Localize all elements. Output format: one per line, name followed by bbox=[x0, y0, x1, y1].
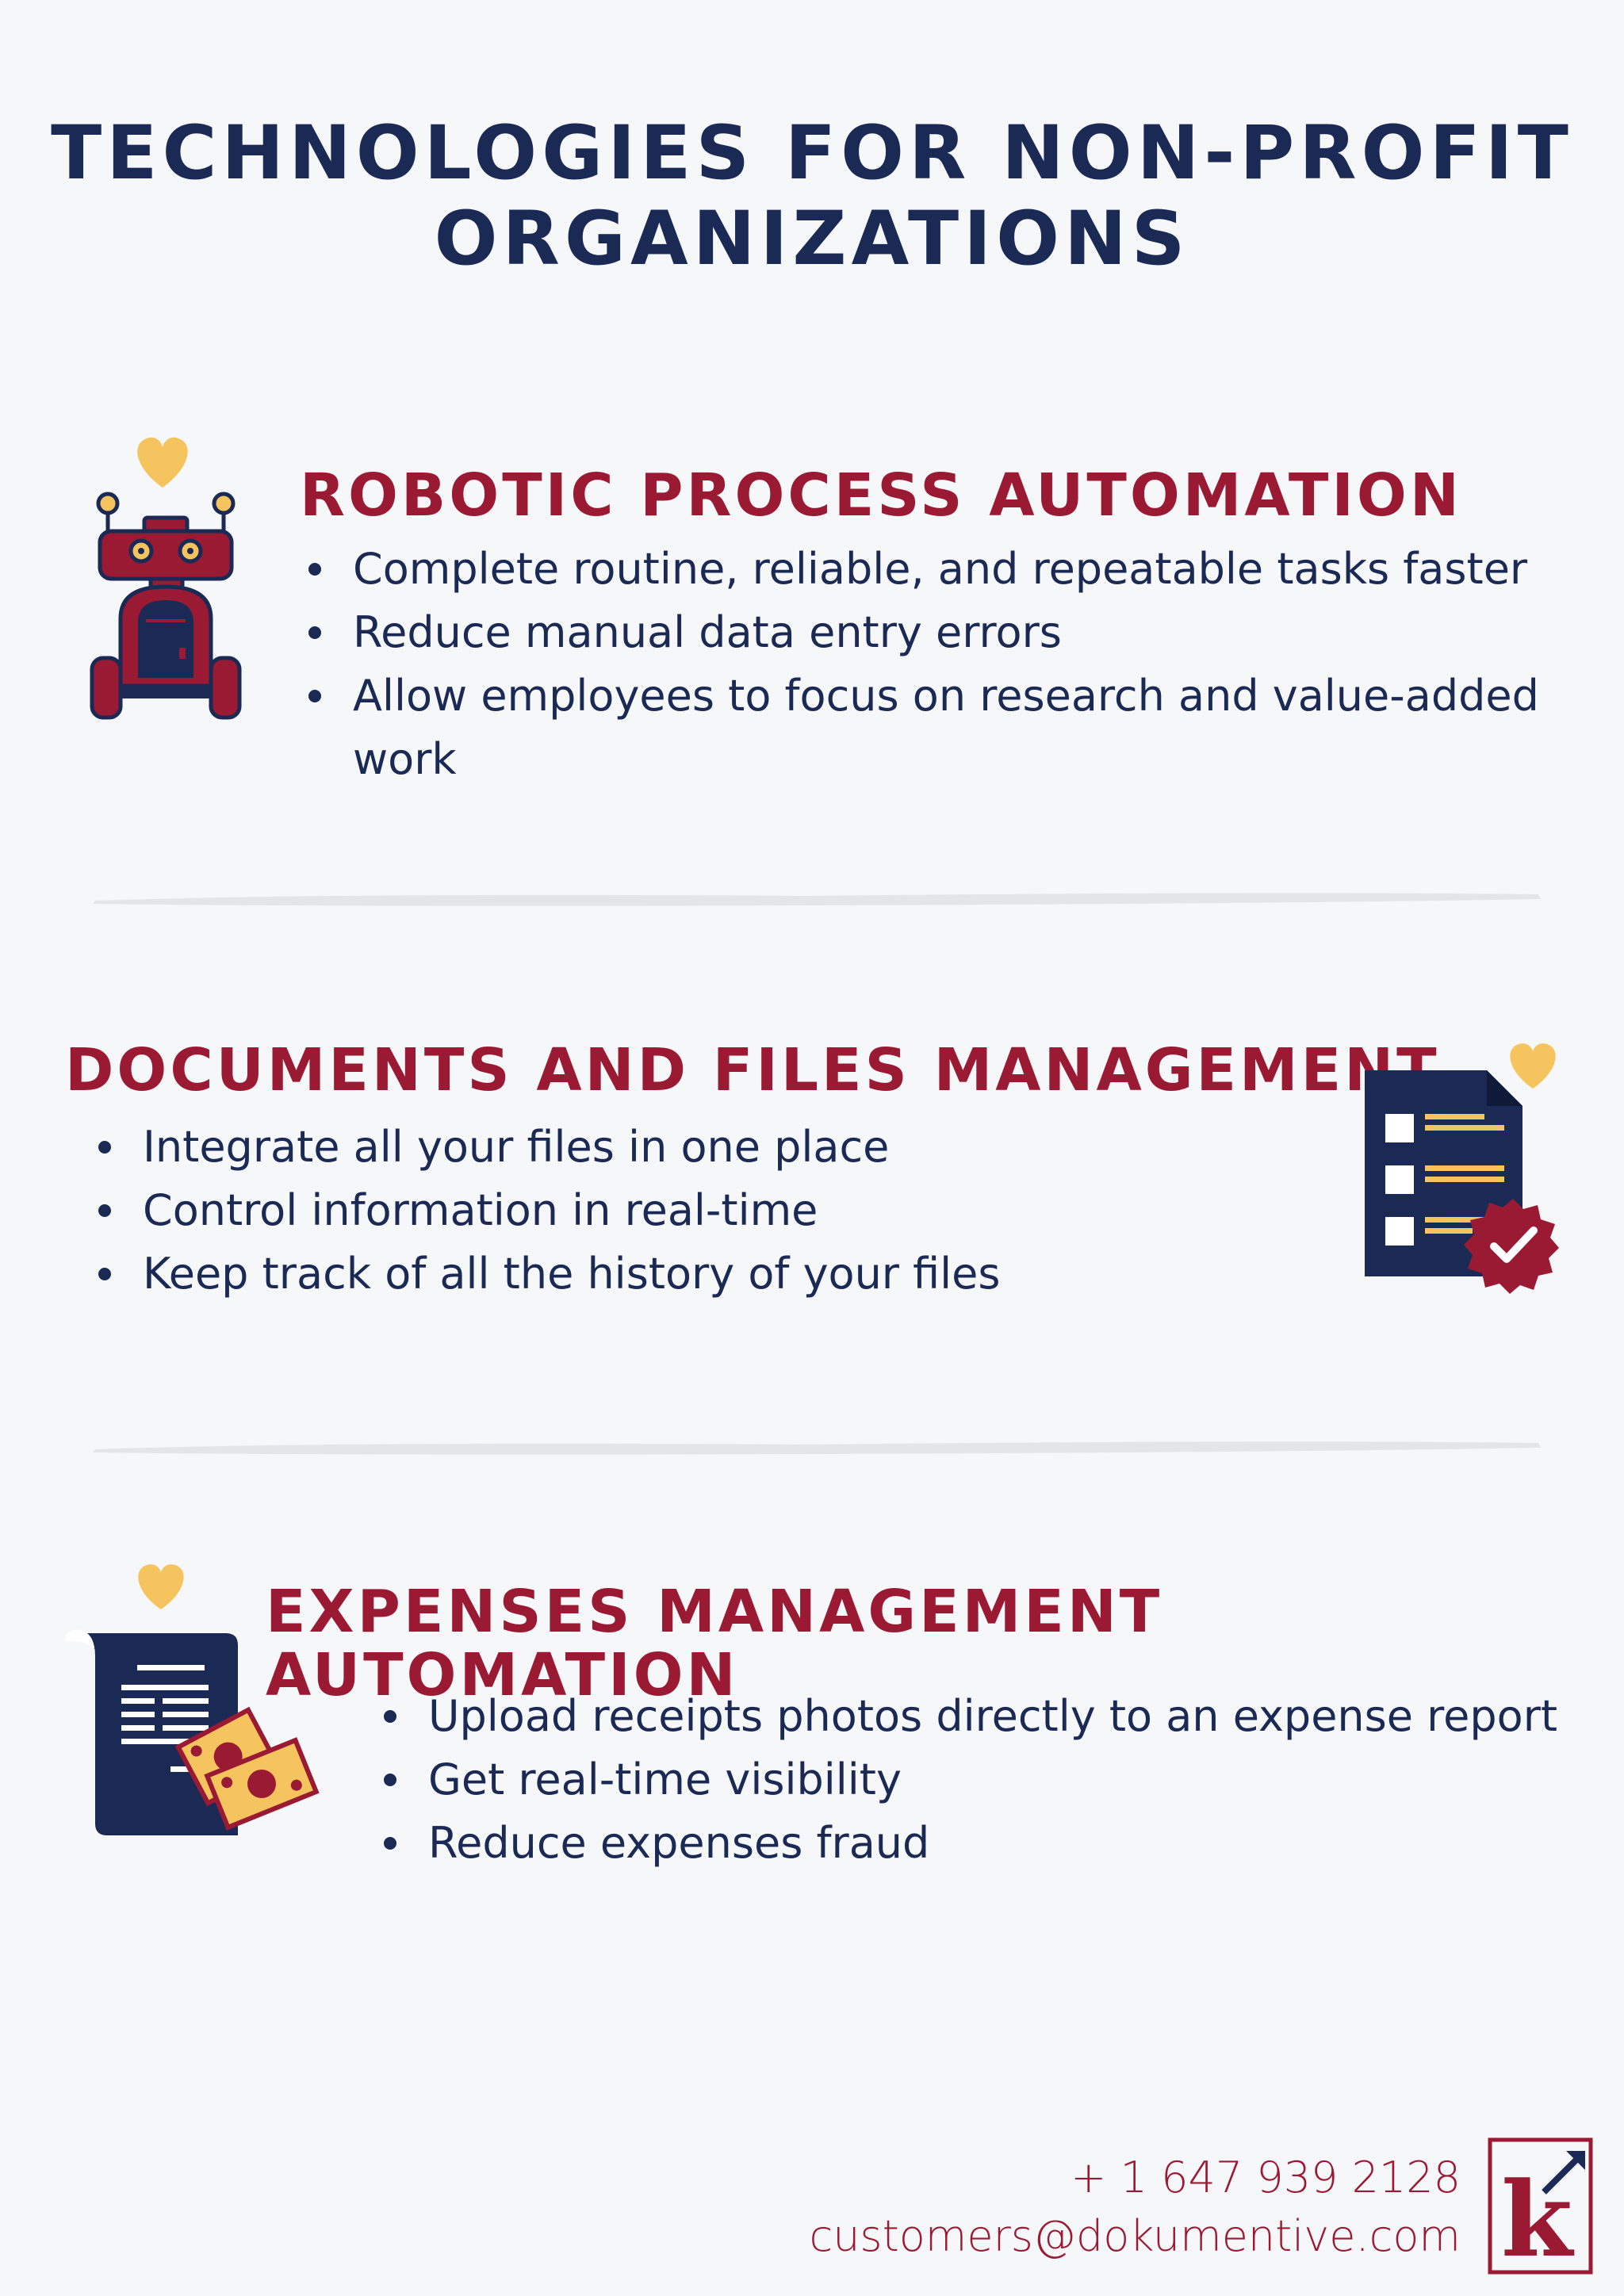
list-item: Complete routine, reliable, and repeatab… bbox=[308, 538, 1539, 601]
divider bbox=[93, 1441, 1541, 1455]
documents-bullet-list: Integrate all your files in one place Co… bbox=[98, 1115, 1001, 1306]
heart-icon bbox=[138, 1564, 184, 1609]
phone-number[interactable]: + 1 647 939 2128 bbox=[1071, 2152, 1461, 2202]
rpa-bullet-list: Complete routine, reliable, and repeatab… bbox=[308, 538, 1539, 791]
page-title-line-1: TECHNOLOGIES FOR NON-PROFIT bbox=[51, 110, 1573, 197]
section-title-expenses: EXPENSES MANAGEMENT AUTOMATION bbox=[266, 1580, 1162, 1707]
robot-icon bbox=[90, 437, 242, 720]
page-title-line-2: ORGANIZATIONS bbox=[434, 196, 1190, 282]
heart-icon bbox=[1510, 1043, 1556, 1089]
list-item: Allow employees to focus on research and… bbox=[308, 664, 1539, 728]
contact-info: + 1 647 939 2128 customers@dokumentive.c… bbox=[810, 2149, 1461, 2266]
document-checklist-icon bbox=[1365, 1043, 1559, 1294]
expenses-bullet-list: Upload receipts photos directly to an ex… bbox=[383, 1685, 1557, 1875]
list-item: Keep track of all the history of your fi… bbox=[98, 1242, 1001, 1306]
list-item: Upload receipts photos directly to an ex… bbox=[383, 1685, 1557, 1748]
check-badge-icon bbox=[1464, 1199, 1559, 1294]
section-title-documents: DOCUMENTS AND FILES MANAGEMENT bbox=[65, 1036, 1440, 1104]
logo-letter: k bbox=[1501, 2159, 1575, 2275]
receipt-money-icon bbox=[66, 1564, 320, 1835]
section-title-rpa: ROBOTIC PROCESS AUTOMATION bbox=[300, 461, 1462, 530]
page-title: TECHNOLOGIES FOR NON-PROFIT ORGANIZATION… bbox=[0, 111, 1624, 282]
list-item: Reduce manual data entry errors bbox=[308, 601, 1539, 664]
dokumentive-logo[interactable]: k bbox=[1487, 2137, 1594, 2275]
list-item: Reduce expenses fraud bbox=[383, 1812, 1557, 1875]
section-title-expenses-line-1: EXPENSES MANAGEMENT bbox=[266, 1578, 1163, 1646]
email-link[interactable]: customers@dokumentive.com bbox=[809, 2211, 1461, 2261]
arrow-up-right-icon bbox=[1542, 2151, 1585, 2195]
divider bbox=[93, 893, 1541, 906]
list-item: Integrate all your files in one place bbox=[98, 1115, 1001, 1179]
list-item: Control information in real-time bbox=[98, 1179, 1001, 1242]
heart-icon bbox=[137, 437, 188, 488]
list-item-continuation: work bbox=[353, 734, 457, 784]
section-title-expenses-line-2: AUTOMATION bbox=[266, 1641, 739, 1709]
list-item: Get real-time visibility bbox=[383, 1748, 1557, 1812]
